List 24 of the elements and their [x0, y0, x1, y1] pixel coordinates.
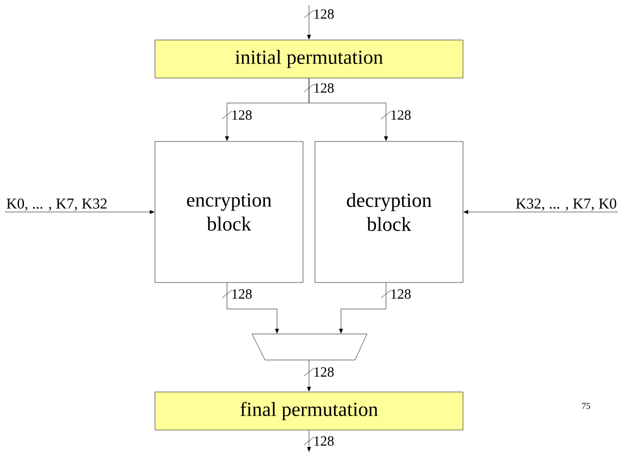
- bus-width-label: 128: [314, 83, 334, 93]
- arrow: [307, 360, 311, 392]
- bus-width-label: 128: [391, 110, 411, 120]
- arrow: [307, 430, 311, 452]
- permutation-box: initial permutation: [154, 40, 464, 78]
- bus-width-label: 128: [314, 9, 334, 19]
- arrow: [226, 282, 279, 334]
- arrow: [464, 210, 618, 214]
- bus-width-label: 128: [232, 289, 252, 299]
- cipher-block: encryption block: [154, 141, 304, 283]
- page-number: 75: [582, 403, 590, 409]
- bus-width-label: 128: [391, 289, 411, 299]
- arrow: [339, 282, 386, 334]
- multiplexer: [252, 334, 368, 360]
- key-schedule-text: K32, ... , K7, K0: [516, 198, 616, 211]
- bus-width-label: 128: [314, 367, 334, 377]
- permutation-box: final permutation: [154, 392, 464, 430]
- bus-width-label: 128: [314, 436, 334, 446]
- arrow: [307, 4, 311, 40]
- key-schedule-text: K0, ... , K7, K32: [6, 198, 107, 211]
- arrow: [4, 210, 154, 214]
- arrow: [308, 78, 388, 141]
- cipher-block: decryption block: [314, 141, 464, 283]
- bus-width-label: 128: [232, 110, 252, 120]
